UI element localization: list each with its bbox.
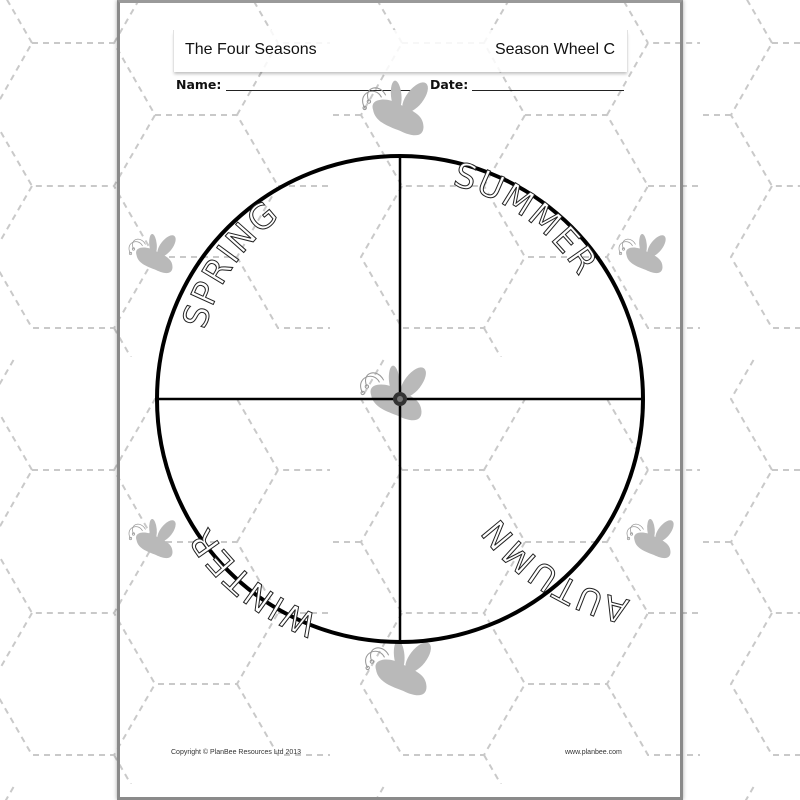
bee-icon	[360, 362, 432, 421]
name-field[interactable]	[226, 90, 422, 91]
bee-icon	[128, 516, 180, 559]
season-label-summer: SUMMER	[449, 155, 605, 283]
worksheet-title: The Four Seasons	[185, 41, 317, 58]
bee-icon	[626, 516, 678, 559]
name-label: Name:	[176, 77, 222, 92]
wheel-circle	[155, 154, 645, 644]
season-label-winter: WINTER	[181, 520, 323, 644]
website-link[interactable]: www.planbee.com	[565, 749, 622, 756]
bee-icon	[128, 231, 180, 274]
season-label-spring: SPRING	[175, 193, 287, 333]
title-banner: The Four Seasons Season Wheel C	[173, 30, 628, 72]
season-label-autumn: AUTUMN	[473, 510, 632, 630]
worksheet-page	[117, 0, 683, 800]
date-field[interactable]	[472, 90, 624, 91]
bee-icon	[362, 77, 434, 136]
copyright-text: Copyright © PlanBee Resources Ltd 2013	[171, 749, 302, 756]
worksheet-subtitle: Season Wheel C	[494, 41, 615, 58]
date-label: Date:	[430, 77, 469, 92]
bee-icon	[365, 637, 437, 696]
bee-icon	[618, 231, 670, 274]
